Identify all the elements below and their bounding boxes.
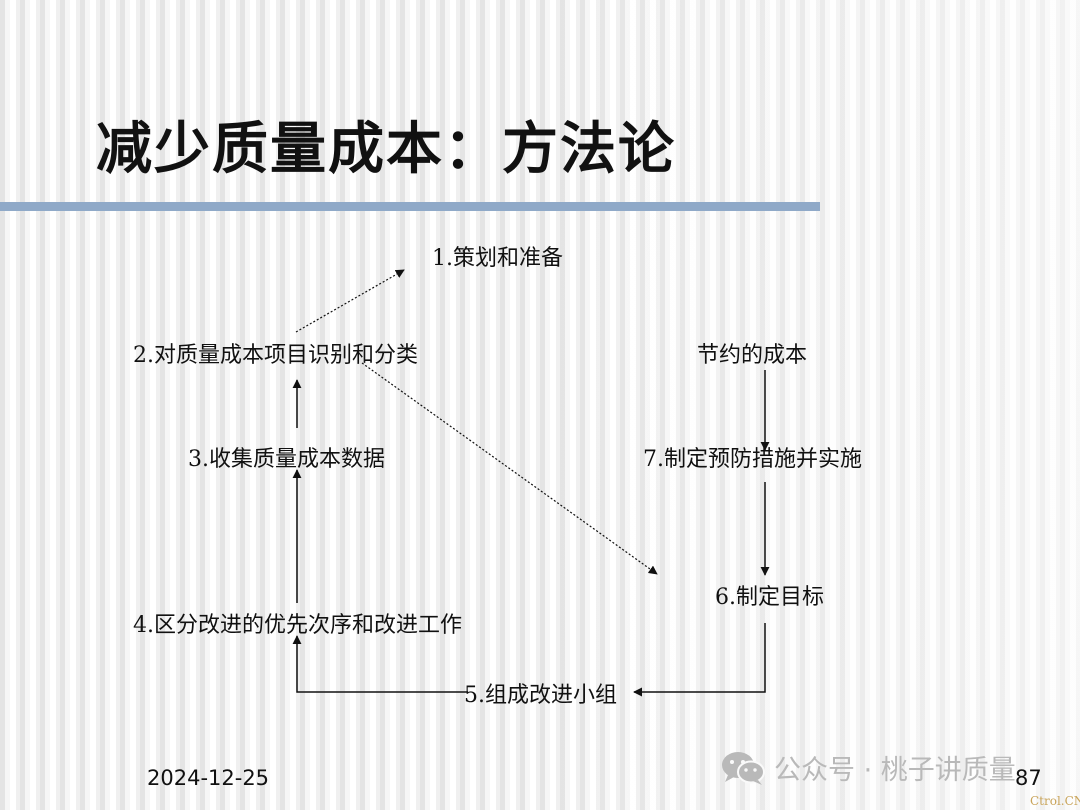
arrow-2-to-6 — [361, 362, 658, 575]
node-step-5: 5.组成改进小组 — [464, 683, 617, 708]
node-step-4: 4.区分改进的优先次序和改进工作 — [133, 613, 462, 638]
watermark-text: 公众号 · 桃子讲质量 — [774, 755, 1016, 786]
node-step-3: 3.收集质量成本数据 — [188, 447, 385, 472]
background-fade — [540, 0, 1080, 810]
node-step-1: 1.策划和准备 — [432, 246, 563, 271]
page-number: 87 — [1015, 766, 1042, 790]
wechat-icon — [722, 751, 765, 785]
node-step-7: 7.制定预防措施并实施 — [643, 447, 862, 472]
arrow-5-to-4 — [292, 635, 468, 693]
title-underline-bar — [0, 202, 820, 211]
arrow-6-to-5 — [633, 623, 766, 697]
node-step-6: 6.制定目标 — [715, 585, 824, 610]
corner-watermark: Ctrol.CN — [1030, 794, 1080, 808]
arrow-2-to-1 — [295, 269, 405, 333]
node-savings: 节约的成本 — [697, 343, 808, 368]
slide-date: 2024-12-25 — [147, 766, 270, 790]
watermark: 公众号 · 桃子讲质量 — [720, 748, 1016, 787]
slide-title: 减少质量成本：方法论 — [96, 116, 676, 182]
node-step-2: 2.对质量成本项目识别和分类 — [133, 343, 418, 368]
